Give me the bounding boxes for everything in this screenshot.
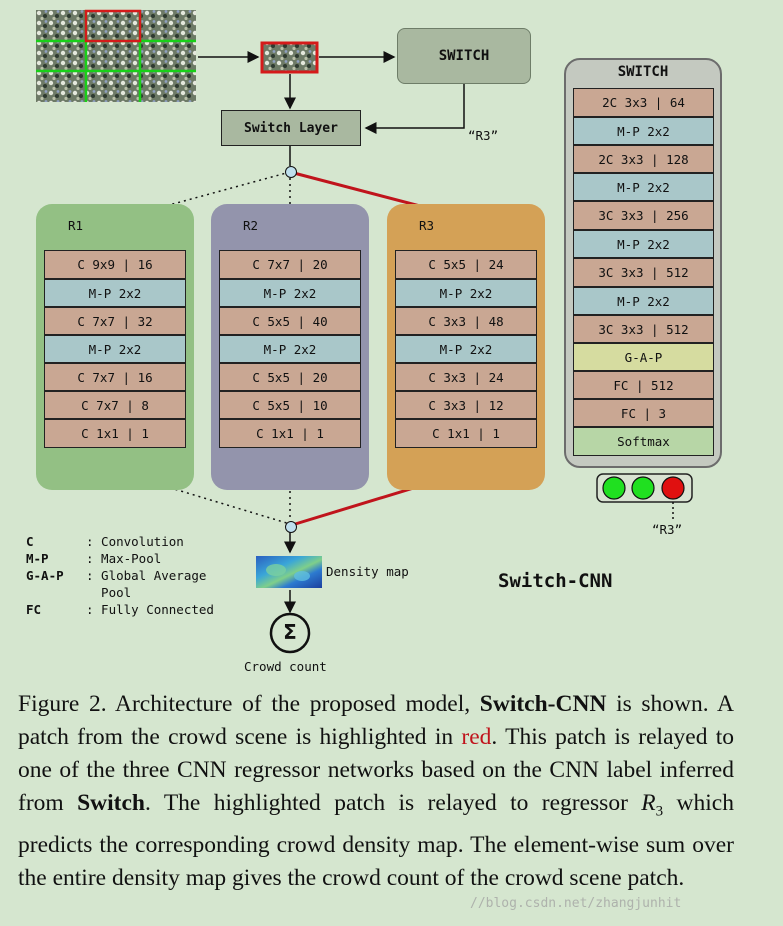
switch-box: SWITCH [397,28,531,84]
switch-layer-5: 3C 3x3 | 256 [573,201,714,230]
switch-layer-12: FC | 3 [573,399,714,427]
density-map [256,556,322,588]
legend-key: C [26,534,34,549]
caption-r3-subscript: 3 [655,803,664,820]
switch-layer-1: 2C 3x3 | 64 [573,88,714,117]
r2-layer-5: C 5x5 | 20 [219,363,361,391]
r3-layer-1: C 5x5 | 24 [395,250,537,279]
switch-output-indicator [596,473,693,503]
legend-desc: : Fully Connected [86,602,214,617]
switch-layer-2: M-P 2x2 [573,117,714,145]
caption-bold-1: Switch-CNN [479,691,607,717]
sum-circle [269,612,311,654]
legend-row-3: G-A-P : Global Average [26,568,206,583]
legend-row-2: M-P : Max-Pool [26,551,161,566]
r2-layer-2: M-P 2x2 [219,279,361,307]
switch-node [285,166,297,178]
r1-label: R1 [68,218,84,233]
switch-layer-label: Switch Layer [244,120,338,136]
caption-red-word: red [461,724,492,750]
switch-layer-box: Switch Layer [221,110,361,146]
sum-symbol: Σ [283,620,297,644]
merge-node [285,521,297,533]
watermark: //blog.csdn.net/zhangjunhit [470,896,682,911]
r1-layer-7: C 1x1 | 1 [44,419,186,448]
caption-bold-2: Switch [77,790,145,816]
r3-tag-bottom: “R3” [652,522,683,537]
crowd-count-label: Crowd count [244,659,327,674]
r1-layer-1: C 9x9 | 16 [44,250,186,279]
r3-layer-6: C 3x3 | 12 [395,391,537,419]
r1-layer-4: M-P 2x2 [44,335,186,363]
r1-layer-2: M-P 2x2 [44,279,186,307]
caption-part-1: Figure 2. Architecture of the proposed m… [18,691,480,717]
caption-part-5: which predicts the corresponding crowd d… [18,790,734,891]
crowd-image [36,9,196,102]
r1-layer-5: C 7x7 | 16 [44,363,186,391]
legend-desc: : Global Average [86,568,207,583]
r3-layer-7: C 1x1 | 1 [395,419,537,448]
caption-part-4: . The highlighted patch is relayed to re… [144,790,642,816]
r3-layer-3: C 3x3 | 48 [395,307,537,335]
legend-desc: : Max-Pool [86,551,162,566]
r3-tag-top: “R3” [468,128,499,143]
legend-key: M-P [26,551,49,566]
r3-layer-5: C 3x3 | 24 [395,363,537,391]
r3-label: R3 [419,218,435,233]
switch-layer-13: Softmax [573,427,714,456]
crowd-patch [260,41,319,74]
r2-layer-6: C 5x5 | 10 [219,391,361,419]
switch-layer-6: M-P 2x2 [573,230,714,258]
figure-caption: Figure 2. Architecture of the proposed m… [18,688,734,895]
r1-layer-6: C 7x7 | 8 [44,391,186,419]
legend-desc: Pool [86,585,132,600]
r2-label: R2 [243,218,259,233]
caption-part-2: is shown. A patch from the crowd scene i… [18,691,734,750]
r1-layer-3: C 7x7 | 32 [44,307,186,335]
legend-desc: : Convolution [86,534,184,549]
switch-net-title: SWITCH [617,64,669,80]
legend-key: FC [26,602,42,617]
model-name: Switch-CNN [498,570,613,592]
switch-layer-4: M-P 2x2 [573,173,714,201]
r2-layer-7: C 1x1 | 1 [219,419,361,448]
legend-row-1: C : Convolution [26,534,184,549]
switch-layer-9: 3C 3x3 | 512 [573,315,714,343]
r2-layer-4: M-P 2x2 [219,335,361,363]
switch-layer-8: M-P 2x2 [573,287,714,315]
density-map-label: Density map [326,564,409,579]
switch-box-label: SWITCH [438,48,490,64]
caption-part-3: . This patch is relayed to one of the th… [18,724,734,816]
switch-layer-7: 3C 3x3 | 512 [573,258,714,287]
legend-key: G-A-P [26,568,64,583]
legend-row-5: FC : Fully Connected [26,602,214,617]
legend-row-4: Pool [26,585,131,600]
switch-layer-10: G-A-P [573,343,714,371]
r2-layer-1: C 7x7 | 20 [219,250,361,279]
switch-layer-11: FC | 512 [573,371,714,399]
r3-layer-2: M-P 2x2 [395,279,537,307]
r2-layer-3: C 5x5 | 40 [219,307,361,335]
r3-layer-4: M-P 2x2 [395,335,537,363]
caption-r3: R [641,790,656,816]
switch-layer-3: 2C 3x3 | 128 [573,145,714,173]
